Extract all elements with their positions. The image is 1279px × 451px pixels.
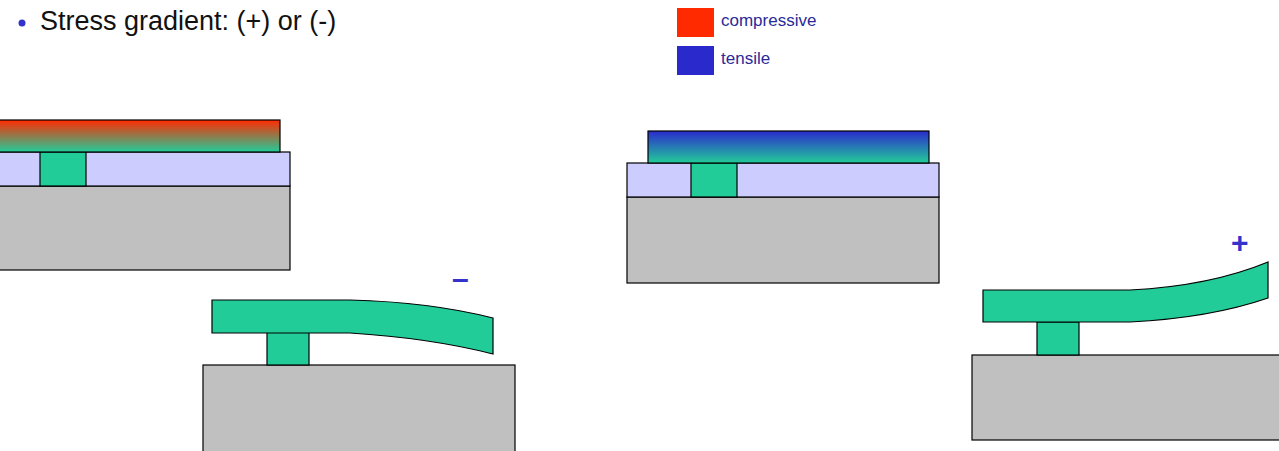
sacrificial-layer — [0, 152, 290, 186]
legend-text: compressive — [721, 11, 816, 31]
stressed-film — [0, 120, 280, 152]
legend-text: tensile — [721, 49, 770, 69]
bullet-dot — [19, 20, 26, 27]
up-bent-cantilever — [972, 262, 1279, 440]
sign-label: + — [1231, 226, 1249, 260]
sign-label: – — [452, 262, 469, 296]
cantilever-beam — [212, 300, 493, 354]
legend-swatch — [677, 8, 714, 37]
anchor — [691, 163, 737, 197]
substrate — [0, 186, 290, 270]
cantilever-beam — [983, 262, 1268, 322]
down-bent-cantilever — [203, 300, 515, 451]
substrate — [972, 355, 1279, 440]
legend-swatch — [677, 46, 714, 75]
substrate — [203, 365, 515, 451]
anchor — [1037, 322, 1079, 355]
substrate — [627, 197, 939, 283]
anchor — [40, 152, 86, 186]
tensile-stack — [627, 131, 939, 283]
slide-title: Stress gradient: (+) or (-) — [40, 6, 336, 37]
compressive-stack — [0, 120, 290, 270]
stressed-film — [648, 131, 929, 163]
anchor — [267, 332, 309, 365]
sacrificial-layer — [627, 163, 939, 197]
